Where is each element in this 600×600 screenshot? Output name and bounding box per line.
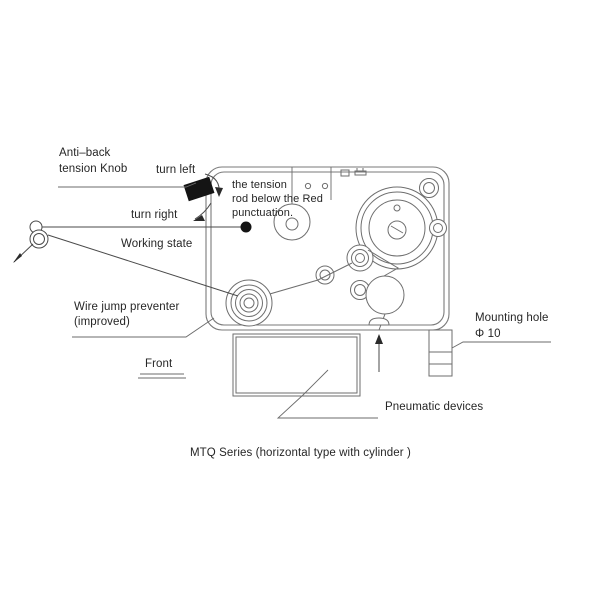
tension-rod-disc xyxy=(273,203,311,241)
label-mounting-hole-line1: Mounting hole xyxy=(475,312,549,324)
knob-rotation-arrows xyxy=(193,173,223,221)
corner-pulley-top-right xyxy=(419,178,439,198)
main-drive-wheel xyxy=(355,186,439,270)
label-tension-rod-line1: the tension xyxy=(232,179,287,191)
mid-pulley-upper xyxy=(346,244,374,272)
label-front: Front xyxy=(145,358,173,370)
label-wire-jump-preventer-line2: (improved) xyxy=(74,316,130,328)
label-turn-right: turn right xyxy=(131,209,178,221)
tension-arm-roller xyxy=(365,275,405,315)
tension-indicator-holes xyxy=(304,182,329,190)
leader-anti-back-knob xyxy=(58,182,197,188)
top-edge-connector-symbols xyxy=(340,168,367,177)
mounting-bracket xyxy=(428,329,453,377)
leader-wire-jump-preventer xyxy=(72,317,215,338)
diagram-caption: MTQ Series (horizontal type with cylinde… xyxy=(190,447,411,459)
mid-pulley-lower-right xyxy=(350,280,370,300)
label-wire-jump-preventer-line1: Wire jump preventer xyxy=(74,301,180,313)
wire-guide-eyelet xyxy=(13,220,49,263)
red-punctuation-marker xyxy=(240,221,252,233)
leader-pneumatic-devices xyxy=(276,369,378,419)
label-mounting-hole-line2: Φ 10 xyxy=(475,328,501,340)
front-underline xyxy=(138,373,186,379)
label-anti-back-tension-knob-line1: Anti–back xyxy=(59,147,111,159)
bottom-outlet-port xyxy=(368,317,390,326)
airflow-arrow-icon xyxy=(375,334,383,372)
label-turn-left: turn left xyxy=(156,164,196,176)
label-working-state: Working state xyxy=(121,238,193,250)
label-pneumatic-devices: Pneumatic devices xyxy=(385,401,484,413)
label-tension-rod-line2: rod below the Red xyxy=(232,193,323,205)
mid-pulley-lower-left xyxy=(315,265,335,285)
pneumatic-cylinder xyxy=(232,333,361,397)
supply-wire-lines xyxy=(42,226,246,297)
wire-jump-preventer-pulley xyxy=(225,279,273,327)
leader-mounting-hole xyxy=(451,341,551,349)
side-pulley-right xyxy=(429,219,447,237)
anti-back-tension-knob xyxy=(183,176,215,202)
label-tension-rod-line3: punctuation. xyxy=(232,207,294,219)
label-anti-back-tension-knob-line2: tension Knob xyxy=(59,163,128,175)
